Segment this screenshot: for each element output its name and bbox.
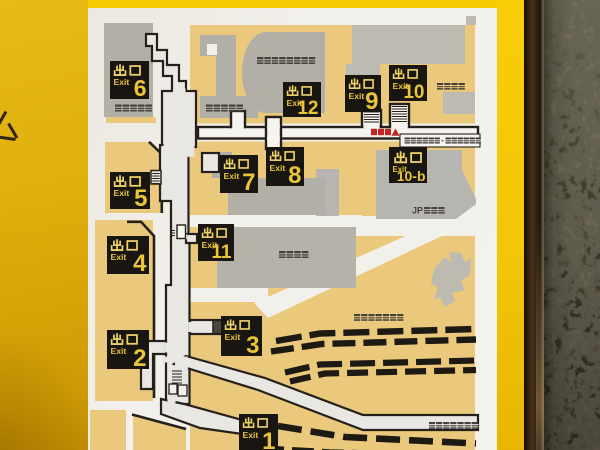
svg-text:5: 5	[134, 185, 147, 212]
svg-text:Exit: Exit	[224, 171, 240, 181]
svg-text:3: 3	[246, 332, 259, 359]
svg-text:4: 4	[133, 250, 147, 277]
svg-text:Exit: Exit	[114, 77, 130, 87]
svg-text:Exit: Exit	[270, 163, 286, 173]
svg-text:Exit: Exit	[393, 81, 409, 91]
svg-text:Exit: Exit	[243, 430, 259, 440]
svg-text:Exit: Exit	[114, 188, 130, 198]
svg-text:10-b: 10-b	[397, 168, 426, 184]
svg-text:Exit: Exit	[202, 240, 218, 250]
svg-text:Exit: Exit	[393, 165, 408, 174]
svg-text:Exit: Exit	[111, 252, 127, 262]
svg-text:Exit: Exit	[225, 332, 241, 342]
svg-text:9: 9	[365, 88, 378, 115]
svg-text:7: 7	[242, 169, 255, 196]
svg-text:Exit: Exit	[287, 98, 303, 108]
svg-text:Exit: Exit	[111, 346, 127, 356]
svg-text:6: 6	[134, 75, 147, 101]
svg-text:2: 2	[133, 345, 146, 372]
svg-text:8: 8	[288, 162, 301, 189]
svg-text:11: 11	[211, 242, 232, 263]
svg-text:10: 10	[403, 82, 424, 103]
svg-text:JP: JP	[412, 206, 423, 216]
svg-text:Exit: Exit	[349, 91, 365, 101]
svg-text:1: 1	[262, 428, 275, 450]
svg-text:12: 12	[297, 98, 318, 119]
